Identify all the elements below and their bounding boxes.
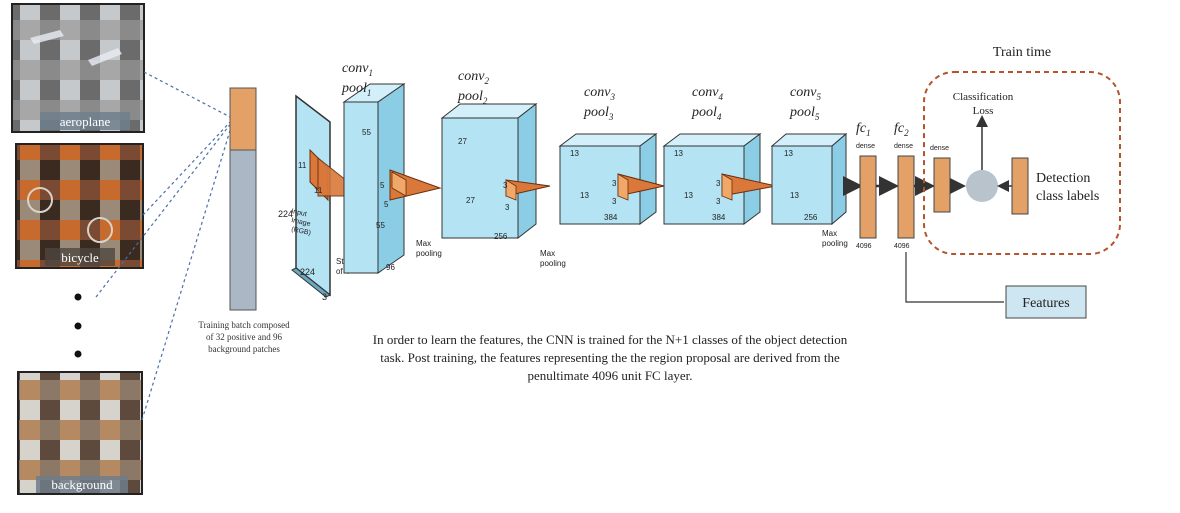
train-dense-label: dense: [930, 145, 949, 152]
image-group-bicycle: bicycle: [15, 143, 144, 269]
svg-text:13: 13: [784, 149, 793, 158]
svg-text:27: 27: [466, 196, 475, 205]
svg-text:384: 384: [712, 213, 726, 222]
svg-text:Max: Max: [822, 229, 837, 238]
layer-titles: conv1 pool1 conv2 pool2 conv3 pool3 conv…: [341, 61, 909, 138]
conv4-block: [662, 133, 777, 225]
conv1-title: conv1: [342, 61, 373, 78]
svg-text:11: 11: [314, 186, 323, 195]
svg-text:3: 3: [505, 203, 510, 212]
svg-text:dense: dense: [856, 143, 875, 150]
image-group-background: background: [17, 371, 143, 495]
batch-caption: Training batch composed of 32 positive a…: [198, 320, 290, 354]
svg-text:pooling: pooling: [822, 239, 848, 248]
svg-text:256: 256: [494, 232, 508, 241]
svg-text:13: 13: [570, 149, 579, 158]
image-group-aeroplane: aeroplane: [11, 3, 145, 133]
svg-text:3: 3: [503, 181, 508, 190]
svg-text:13: 13: [674, 149, 683, 158]
svg-text:3: 3: [612, 179, 617, 188]
conv2-block: [440, 102, 551, 240]
svg-text:background patches: background patches: [208, 344, 280, 354]
svg-text:3: 3: [716, 197, 721, 206]
conv5-block: [770, 132, 848, 226]
svg-text:55: 55: [376, 221, 385, 230]
detection-labels-line1: Detection: [1036, 171, 1090, 186]
svg-text:13: 13: [790, 191, 799, 200]
svg-text:pooling: pooling: [540, 259, 566, 268]
features-connector: [905, 252, 1004, 303]
svg-text:3: 3: [612, 197, 617, 206]
features-box: [1005, 285, 1087, 319]
svg-text:of 32 positive and 96: of 32 positive and 96: [206, 332, 282, 342]
pool1-title: pool1: [341, 81, 371, 98]
conv1-block: [342, 83, 442, 274]
pool2-title: pool2: [457, 89, 488, 106]
ellipsis-dot: [74, 322, 82, 330]
batch-connectors: [95, 71, 233, 421]
svg-text:11: 11: [298, 161, 307, 170]
background-label: background: [51, 477, 113, 492]
pool4-title: pool4: [691, 105, 722, 122]
detection-labels-line2: class labels: [1036, 189, 1099, 204]
pool3-title: pool3: [583, 105, 614, 122]
svg-text:Image: Image: [291, 217, 312, 228]
svg-text:4096: 4096: [856, 243, 872, 250]
classification-loss-line2: Loss: [973, 105, 994, 117]
fc2-title: fc2: [894, 121, 909, 138]
svg-text:224: 224: [278, 209, 293, 219]
classification-loss-line1: Classification: [953, 91, 1014, 103]
conv1-dims: 55 55 96 5 5 Max pooling: [362, 128, 442, 272]
svg-text:Training batch composed: Training batch composed: [198, 320, 290, 330]
conv3-dims: 13 13 384 3 3: [570, 149, 618, 222]
svg-text:In order to learn the features: In order to learn the features, the CNN …: [373, 332, 848, 347]
conv5-title: conv5: [790, 85, 821, 102]
svg-text:3: 3: [322, 292, 327, 302]
training-batch-bar: [229, 87, 257, 311]
svg-text:96: 96: [386, 263, 395, 272]
svg-text:dense: dense: [894, 143, 913, 150]
svg-text:5: 5: [384, 200, 389, 209]
conv2-dims: 27 27 256 3 3 Max pooling: [458, 137, 566, 268]
svg-text:Input: Input: [291, 208, 308, 218]
aeroplane-label: aeroplane: [60, 114, 111, 129]
svg-text:256: 256: [804, 213, 818, 222]
svg-text:Max: Max: [540, 249, 555, 258]
train-time-box: [923, 71, 1121, 255]
conv4-dims: 13 13 384 3 3: [674, 149, 726, 222]
svg-text:penultimate 4096 unit FC layer: penultimate 4096 unit FC layer.: [527, 368, 692, 383]
svg-text:13: 13: [580, 191, 589, 200]
conv5-dims: 13 13 256 Max pooling: [784, 149, 848, 248]
fc1-title: fc1: [856, 121, 871, 138]
conv4-title: conv4: [692, 85, 723, 102]
conv3-block: [558, 133, 665, 225]
ellipsis-dot: [74, 350, 82, 358]
fc-layers: [843, 155, 935, 239]
pool5-title: pool5: [789, 105, 820, 122]
svg-text:of 4: of 4: [336, 267, 350, 276]
bicycle-label: bicycle: [61, 250, 99, 265]
svg-text:4096: 4096: [894, 243, 910, 250]
fc-labels: dense dense 4096 4096: [856, 143, 913, 250]
svg-text:(RGB): (RGB): [291, 226, 312, 237]
svg-text:27: 27: [458, 137, 467, 146]
ellipsis-dot: [74, 293, 82, 301]
features-label: Features: [1022, 296, 1069, 311]
svg-text:13: 13: [684, 191, 693, 200]
svg-text:Max: Max: [416, 239, 431, 248]
description-text: In order to learn the features, the CNN …: [373, 332, 848, 383]
conv2-title: conv2: [458, 69, 489, 86]
conv3-title: conv3: [584, 85, 615, 102]
train-time-title: Train time: [993, 45, 1051, 60]
svg-text:224: 224: [300, 267, 315, 277]
input-image-slab: [291, 94, 368, 298]
svg-text:55: 55: [362, 128, 371, 137]
svg-text:pooling: pooling: [416, 249, 442, 258]
svg-text:task. Post training, the featu: task. Post training, the features repres…: [380, 350, 840, 365]
svg-text:384: 384: [604, 213, 618, 222]
svg-text:3: 3: [716, 179, 721, 188]
svg-text:5: 5: [380, 181, 385, 190]
